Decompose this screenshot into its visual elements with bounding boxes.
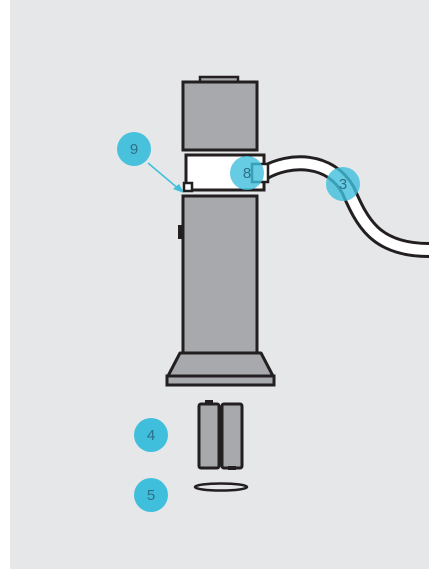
callout-5: 5 [134,478,168,512]
callout-9-label: 9 [130,141,138,158]
o-ring [193,482,249,492]
callout-8-label: 8 [243,165,251,182]
callout-8: 8 [230,156,264,190]
battery-left [197,400,221,470]
battery-right [220,402,244,470]
callout-4: 4 [134,418,168,452]
main-body [165,194,276,387]
callout-9-arrow [147,162,184,193]
callout-3-label: 3 [339,176,347,193]
callout-9: 9 [117,132,151,166]
top-cap [181,75,259,152]
callout-3: 3 [326,167,360,201]
callout-4-label: 4 [147,427,155,444]
batteries [197,400,244,470]
callout-5-label: 5 [147,487,155,504]
